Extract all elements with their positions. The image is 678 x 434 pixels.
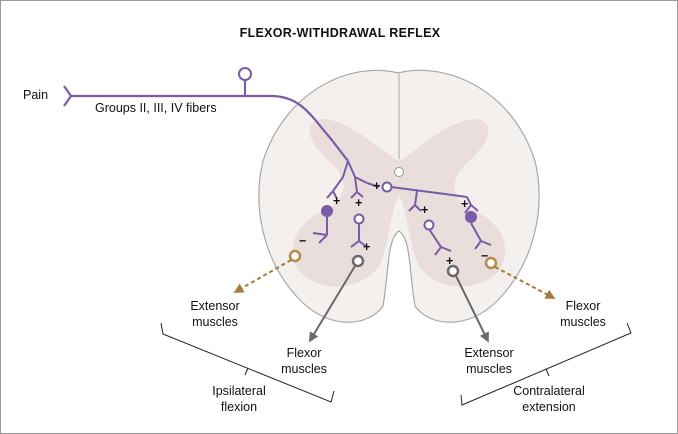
contralateral-inhibitory-axon — [470, 222, 482, 242]
ipsilateral-inhibitory-interneuron — [321, 205, 333, 217]
sign-minus-contra-flexor: − — [481, 249, 489, 263]
ipsilateral-bracket — [160, 322, 335, 403]
ipsi-group-label-1: Ipsilateral — [212, 384, 266, 398]
sign-plus-contra-extensor: + — [446, 254, 454, 268]
sign-plus-ipsi-excitatory: + — [355, 196, 363, 210]
ipsilateral-inhibitory-terminal — [312, 232, 328, 244]
ipsi-extensor-label-2: muscles — [192, 315, 238, 329]
central-canal — [394, 167, 404, 177]
afferent-entry — [270, 94, 349, 162]
sign-plus-contra-inhibitory: + — [461, 197, 469, 211]
sign-minus-ipsi-extensor: − — [299, 234, 307, 248]
commissural-axon — [390, 186, 468, 198]
gray-matter — [292, 119, 506, 287]
contralateral-extensor-motor-neuron — [446, 264, 460, 278]
contra-group-label-2: extension — [522, 400, 576, 414]
ipsilateral-flexor-output-arrow — [308, 265, 356, 343]
contralateral-flexor-output-arrow — [494, 266, 556, 299]
pain-label: Pain — [23, 88, 49, 102]
ipsi-flexor-label-1: Flexor — [286, 346, 322, 360]
contralateral-excitatory-interneuron — [423, 219, 435, 231]
ipsi-flexor-label-2: muscles — [281, 362, 327, 376]
contra-flexor-label-1: Flexor — [565, 299, 601, 313]
contra-extensor-label-1: Extensor — [464, 346, 514, 360]
ipsilateral-flexor-motor-neuron — [351, 254, 365, 268]
ipsilateral-extensor-output-arrow — [233, 259, 292, 293]
contralateral-excitatory-axon — [428, 228, 442, 248]
commissural-interneuron — [381, 181, 393, 193]
contralateral-flexor-motor-neuron — [484, 256, 498, 270]
contralateral-extensor-output-arrow — [455, 275, 489, 343]
ipsilateral-extensor-motor-neuron — [288, 249, 302, 263]
ipsilateral-bracket-tick — [244, 367, 249, 376]
afferent-terminals — [326, 160, 380, 200]
commissural-terminals — [408, 190, 479, 214]
sign-plus-ipsi-inhibitory: + — [333, 194, 341, 208]
sign-plus-contra-excitatory: + — [421, 203, 429, 217]
pain-receptor-fork — [63, 85, 73, 107]
ipsilateral-excitatory-terminal — [350, 240, 368, 248]
contralateral-excitatory-terminal — [434, 246, 452, 256]
contralateral-bracket-tick — [545, 368, 550, 377]
contra-group-label-1: Contralateral — [513, 384, 585, 398]
afferent-fiber-label: Groups II, III, IV fibers — [95, 101, 217, 115]
contra-flexor-label-2: muscles — [560, 315, 606, 329]
contralateral-inhibitory-terminal — [474, 240, 492, 250]
diagram-title: FLEXOR-WITHDRAWAL REFLEX — [239, 26, 441, 40]
sign-plus-ipsi-flexor: + — [363, 240, 371, 254]
sign-plus-commissural: + — [373, 179, 381, 193]
ipsi-group-label-2: flexion — [220, 400, 258, 414]
dorsal-root-ganglion — [238, 67, 252, 81]
contra-extensor-label-2: muscles — [466, 362, 512, 376]
ipsi-extensor-label-1: Extensor — [190, 299, 240, 313]
contralateral-inhibitory-interneuron — [465, 211, 477, 223]
ipsilateral-excitatory-interneuron — [353, 213, 365, 225]
